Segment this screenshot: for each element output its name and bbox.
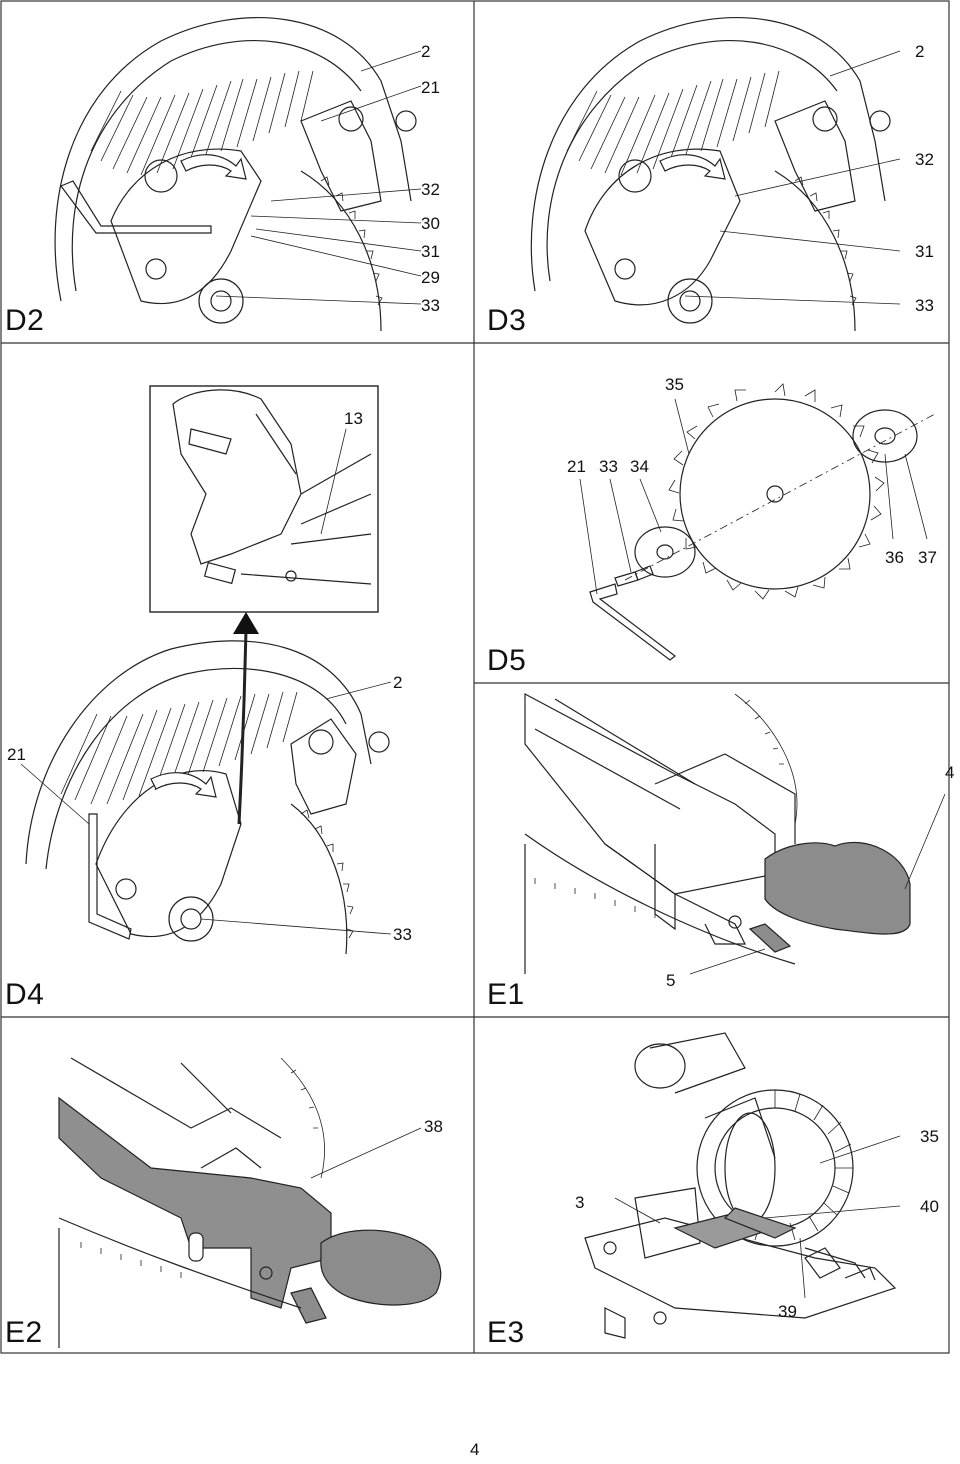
e2-label: E2	[5, 1316, 43, 1349]
figure-e3: 35 3 40 39 E3	[475, 1018, 949, 1353]
d2-callout-33: 33	[421, 296, 440, 315]
figure-d4: 13 2 21 33 D4	[1, 344, 474, 1017]
figure-d2: 2 21 32 30 31 29 33 D2	[1, 1, 474, 343]
d4-label: D4	[5, 978, 45, 1011]
e3-illustration	[584, 1032, 901, 1339]
page-number: 4	[470, 1440, 480, 1459]
d2-callout-21: 21	[421, 78, 440, 97]
d3-label: D3	[487, 304, 527, 337]
d4-callout-21: 21	[7, 745, 26, 764]
d3-callout-33: 33	[915, 296, 934, 315]
d2-illustration	[54, 17, 422, 332]
d4-illustration	[20, 385, 392, 955]
e2-illustration	[58, 1057, 442, 1348]
figure-e1: 4 5 E1	[475, 684, 954, 1017]
d5-callout-33: 33	[599, 457, 618, 476]
e2-callout-38: 38	[424, 1117, 443, 1136]
d5-callout-35: 35	[665, 375, 684, 394]
e3-callout-39: 39	[778, 1302, 797, 1321]
d5-label: D5	[487, 644, 527, 677]
e1-label: E1	[487, 978, 525, 1011]
e3-callout-3: 3	[575, 1193, 585, 1212]
e3-callout-40: 40	[920, 1197, 939, 1216]
e1-callout-4: 4	[945, 763, 955, 782]
d4-callout-33: 33	[393, 925, 412, 944]
d3-callout-32: 32	[915, 150, 934, 169]
e1-illustration	[524, 693, 946, 975]
e3-label: E3	[487, 1316, 525, 1349]
figure-d5: 35 21 33 34 36 37 D5	[475, 344, 949, 683]
d5-callout-34: 34	[630, 457, 649, 476]
d3-callout-2: 2	[915, 42, 925, 61]
d2-callout-2: 2	[421, 42, 431, 61]
figure-e2: 38 E2	[1, 1018, 474, 1353]
d5-callout-36: 36	[885, 548, 904, 567]
e3-callout-35: 35	[920, 1127, 939, 1146]
d2-callout-30: 30	[421, 214, 440, 233]
d3-callout-31: 31	[915, 242, 934, 261]
d5-callout-37: 37	[918, 548, 937, 567]
d4-callout-2: 2	[393, 673, 403, 692]
d2-callout-32: 32	[421, 180, 440, 199]
d4-callout-13: 13	[344, 409, 363, 428]
e1-callout-5: 5	[666, 971, 676, 990]
d5-callout-21: 21	[567, 457, 586, 476]
d5-illustration	[579, 383, 936, 661]
figure-d3: 2 32 31 33 D3	[475, 1, 949, 343]
d3-illustration	[530, 17, 901, 332]
d2-label: D2	[5, 304, 45, 337]
d2-callout-29: 29	[421, 268, 440, 287]
d2-callout-31: 31	[421, 242, 440, 261]
